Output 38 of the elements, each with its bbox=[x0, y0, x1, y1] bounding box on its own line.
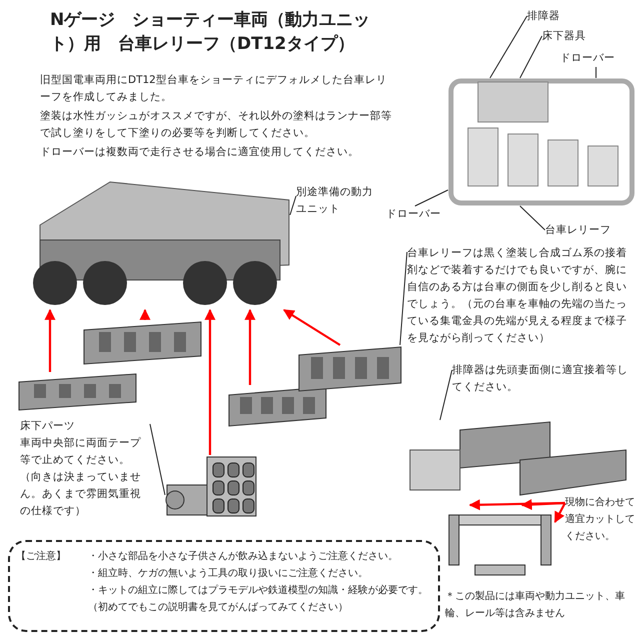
callout-heading: 床下パーツ bbox=[20, 419, 76, 434]
notice-item: ・組立時、ケガの無いよう工具の取り扱いにご注意ください。 bbox=[88, 566, 369, 581]
intro-text: 塗装は水性ガッシュがオススメですが、それ以外の塗料はランナー部等で試し塗りをして下塗りの必要等を判断してください。 bbox=[40, 109, 393, 141]
notice-box bbox=[8, 540, 440, 632]
arrow bbox=[283, 309, 341, 346]
callout-label: 床下器具 bbox=[542, 28, 600, 45]
leader-line bbox=[150, 424, 166, 496]
arrow bbox=[140, 308, 150, 320]
title: Nゲージ ショーティー車両（動力ユニット）用 台車レリーフ（DT12タイプ） bbox=[50, 9, 372, 56]
intro-text: ドローバーは複数両で走行させる場合に適宜使用してください。 bbox=[40, 145, 360, 160]
leader-line bbox=[520, 36, 542, 78]
sprue-drawing bbox=[448, 78, 635, 206]
leader-line bbox=[290, 196, 296, 216]
notice-item: ・小さな部品を小さな子供さんが飲み込まないようご注意ください。 bbox=[88, 550, 399, 564]
callout-label: 台車レリーフは黒く塗装し合成ゴム系の接着剤などで装着するだけでも良いですが、腕に自信のある方は台車の側面を少し削ると良いでしょう。（元の台車を車軸の先端の当たっている集電金具の先端が見える程度まで様子を見ながら削ってください） bbox=[407, 245, 635, 355]
footnote: ＊この製品には車両や動力ユニット、車輪、レール等は含みません bbox=[445, 590, 626, 621]
arrow bbox=[244, 308, 256, 385]
leader-line bbox=[414, 190, 448, 206]
callout-label: 台車レリーフ bbox=[545, 222, 629, 239]
arrow bbox=[204, 308, 216, 455]
callout-label: 別途準備の動力ユニット bbox=[296, 184, 382, 220]
leader-line bbox=[400, 252, 408, 346]
leader-line bbox=[520, 206, 546, 230]
callout-label: ドローバー bbox=[560, 50, 632, 67]
leader-line bbox=[440, 370, 452, 420]
notice-heading: 【ご注意】 bbox=[16, 550, 66, 564]
arrow bbox=[554, 502, 566, 523]
callout-label: 排障器は先頭妻面側に適宜接着等してください。 bbox=[452, 362, 632, 398]
notice-item: ・キットの組立に際してはプラモデルや鉄道模型の知識・経験が必要です。 bbox=[88, 584, 429, 598]
leader-line bbox=[490, 16, 528, 78]
callout-label: 排障器 bbox=[527, 8, 575, 25]
arrow bbox=[520, 499, 566, 510]
arrow bbox=[44, 308, 56, 372]
notice-item: （初めてでもこの説明書を見てがんばってみてください） bbox=[88, 600, 349, 615]
callout-label: ドローバー bbox=[386, 206, 444, 223]
callout-text: 車両中央部に両面テープ等で止めてください。（向きは決まっていません。あくまで雰囲気重視の仕様です） bbox=[20, 436, 142, 519]
intro-text: 旧型国電車両用にDT12型台車をショーティにデフォルメした台車レリーフを作成してみました。 bbox=[40, 73, 388, 105]
callout-label: 現物に合わせて適宜カットしてください。 bbox=[565, 494, 637, 548]
